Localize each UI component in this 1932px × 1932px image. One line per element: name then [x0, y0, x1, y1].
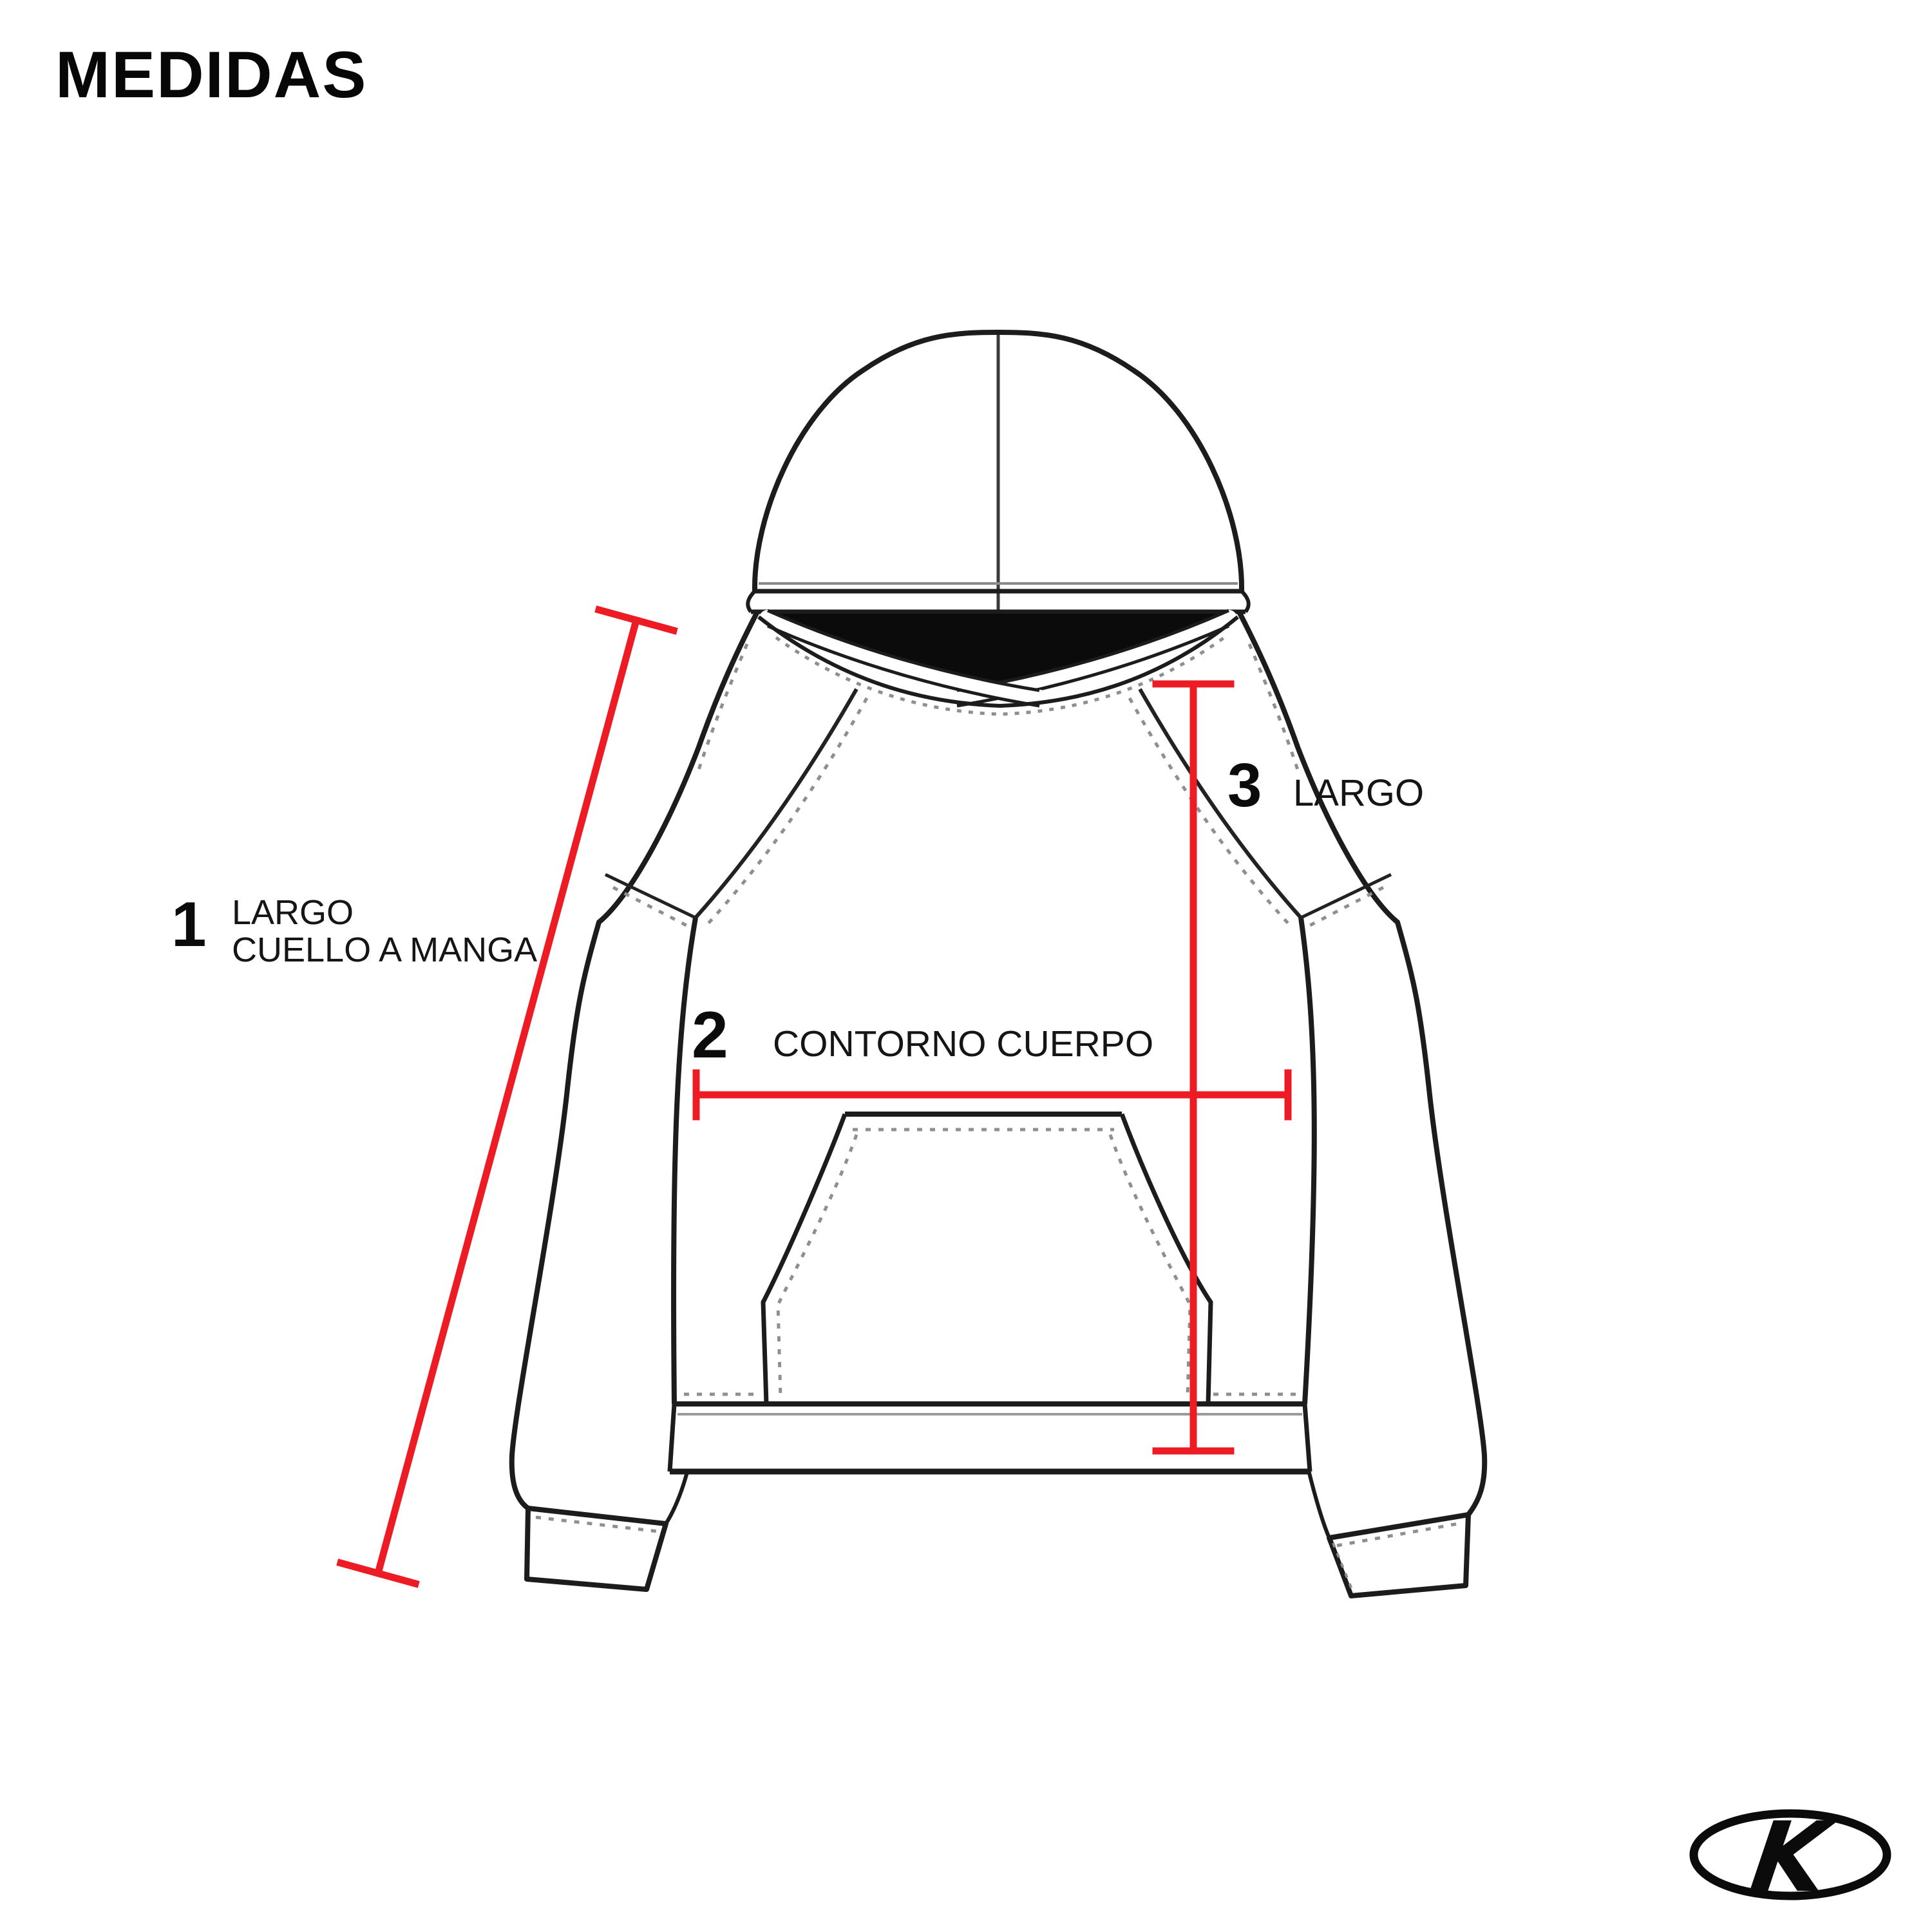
measurement-3-label: LARGO [1293, 772, 1425, 814]
measurement-line-1-sleeve-diagonal [336, 605, 678, 1588]
hood-interior [778, 614, 1218, 689]
measurement-1-number: 1 [171, 889, 207, 960]
hood-drape-left [759, 609, 1048, 708]
measurement-1-label-line2: CUELLO A MANGA [232, 931, 538, 969]
measurement-line-2-body-width [692, 1069, 1292, 1121]
measurement-2-number: 2 [692, 998, 728, 1072]
hem-band [667, 1392, 1312, 1475]
hood [746, 329, 1251, 716]
measurement-1-label-line1: LARGO [232, 893, 354, 932]
measurement-3-number: 3 [1227, 751, 1262, 820]
left-cuff [524, 1506, 668, 1592]
measurement-2-label: CONTORNO CUERPO [773, 1023, 1154, 1065]
hood-opening-band [746, 582, 1251, 614]
right-cuff [1327, 1512, 1471, 1598]
measurement-line-3-body-length [1152, 680, 1235, 1455]
raglan-seams [604, 643, 1392, 928]
pocket-stitching [776, 1128, 1192, 1398]
measurement-1-label: LARGO CUELLO A MANGA [232, 894, 537, 969]
neckline [757, 615, 1239, 708]
kangaroo-pocket [761, 1112, 1213, 1405]
measurement-lines [336, 605, 1292, 1588]
page-title: MEDIDAS [55, 38, 368, 111]
k-oval-logo: K [1689, 1801, 1891, 1914]
